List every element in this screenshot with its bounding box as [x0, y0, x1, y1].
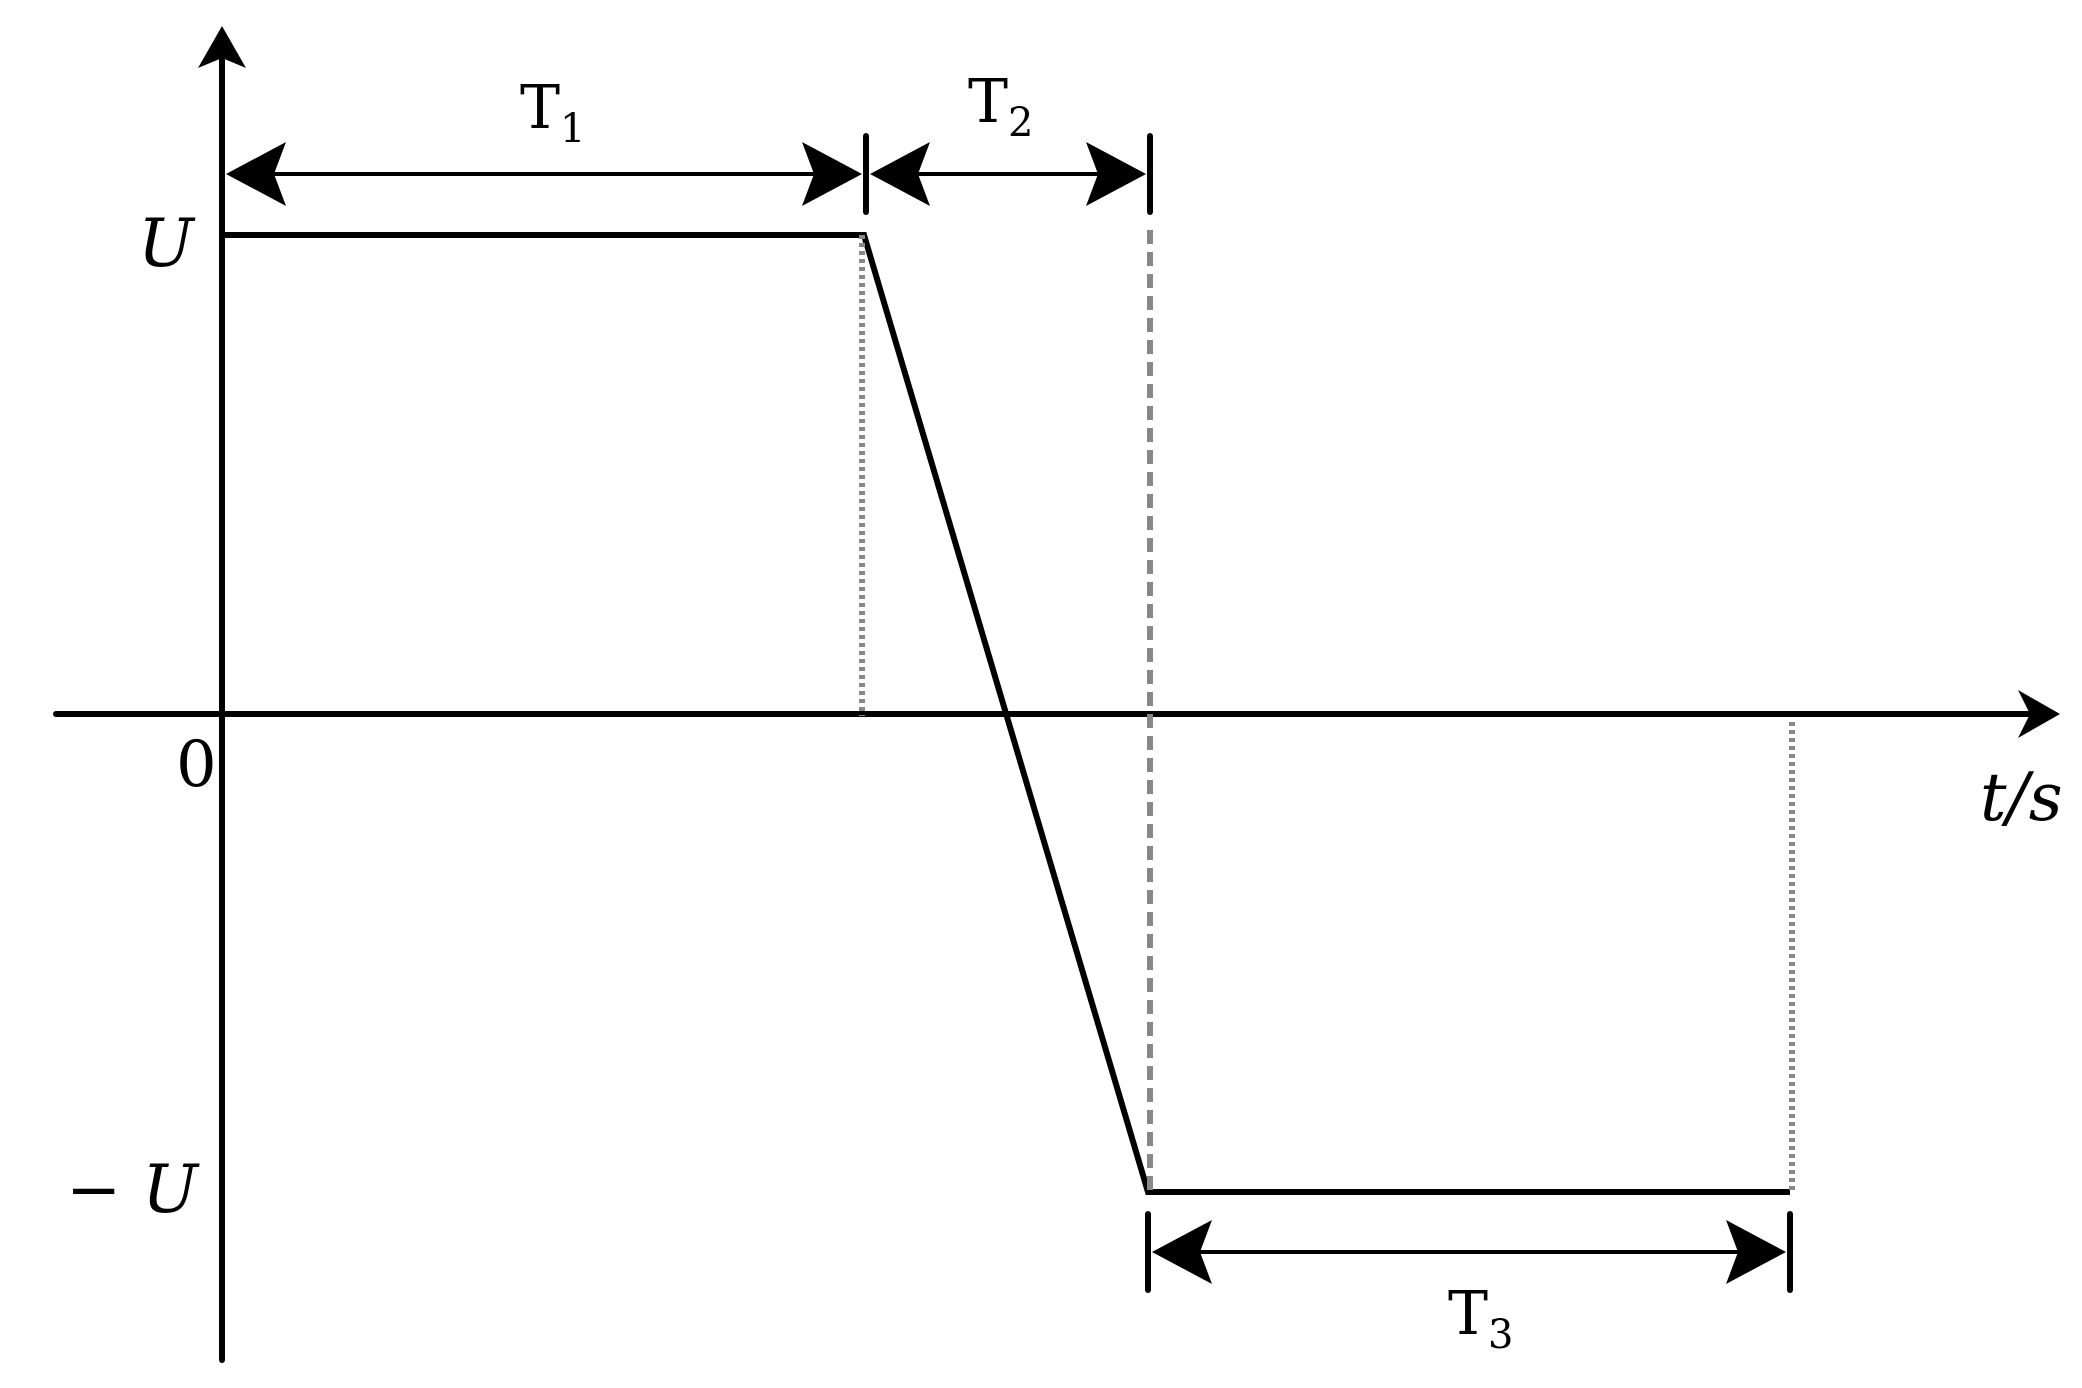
y-axis-arrowhead — [198, 26, 246, 68]
waveform-line — [222, 232, 1790, 1195]
dimension-t1 — [226, 142, 862, 206]
interval-label-t1-base: T — [520, 73, 560, 143]
axes — [53, 26, 2060, 1363]
interval-label-t3-sub: 3 — [1488, 1312, 1513, 1358]
y-low-label: − U — [66, 1151, 200, 1228]
interval-label-t2-sub: 2 — [1008, 100, 1033, 146]
x-axis-unit: s — [2029, 759, 2063, 836]
interval-label-t1: T1 — [520, 73, 585, 152]
dimension-t1-left-arrowhead — [226, 142, 286, 206]
interval-label-t2-base: T — [968, 67, 1008, 137]
y-high-label: U — [138, 205, 196, 282]
interval-label-t3-base: T — [1448, 1279, 1488, 1349]
dimension-t3 — [1145, 1211, 1793, 1293]
x-axis-label: t/s — [1980, 759, 2063, 836]
x-axis-variable: t — [1980, 759, 2007, 836]
x-axis-arrowhead — [2018, 690, 2060, 738]
interval-label-t1-sub: 1 — [560, 106, 585, 152]
dimension-t3-right-arrowhead — [1726, 1220, 1786, 1284]
interval-label-t3: T3 — [1448, 1279, 1513, 1358]
dimension-t2-left-arrowhead — [870, 142, 930, 206]
dimension-t1-right-arrowhead — [802, 142, 862, 206]
dimension-t2 — [863, 133, 1153, 215]
interval-label-t2: T2 — [968, 67, 1033, 146]
origin-label: 0 — [176, 728, 217, 802]
dimension-t3-left-arrowhead — [1152, 1220, 1212, 1284]
dimension-t2-right-arrowhead — [1086, 142, 1146, 206]
